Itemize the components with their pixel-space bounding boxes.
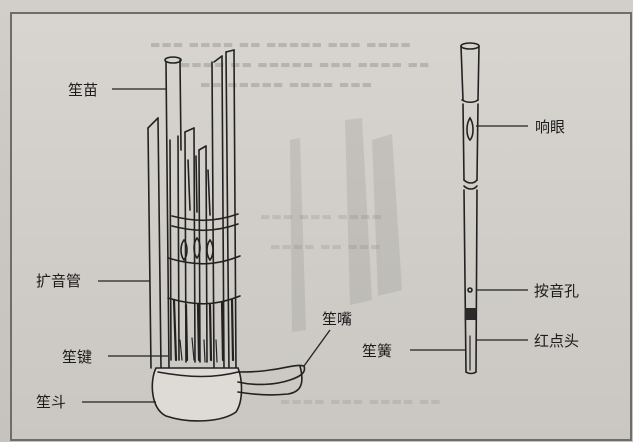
pipe-node xyxy=(463,179,478,184)
red-dot-head-band xyxy=(464,308,476,320)
binding-band xyxy=(167,255,241,265)
leader-lines xyxy=(82,88,528,403)
pipe-group-mid xyxy=(169,127,211,363)
bowl-rim xyxy=(157,371,239,378)
label-sheng-huang: 笙簧 xyxy=(362,342,393,360)
finger-hole xyxy=(467,287,473,293)
pipe-top-opening xyxy=(460,42,480,50)
label-xiang-yan: 响眼 xyxy=(535,118,566,136)
single-pipe xyxy=(460,42,480,375)
label-kuo-yin-guan: 扩音管 xyxy=(36,272,82,290)
pipe-group-tall xyxy=(164,49,237,373)
bleed-through-text: ▬▬▬▬ ▬▬ ▬▬▬▬▬ ▬▬▬ ▬▬▬▬ ▬▬ xyxy=(180,58,431,71)
pipe-node xyxy=(461,99,479,104)
label-sheng-miao: 笙苗 xyxy=(68,81,99,99)
mouthpiece-underside xyxy=(237,365,303,396)
bleed-through-text: ▬▬▬ ▬▬▬ ▬▬▬▬ xyxy=(260,210,383,223)
leader-sheng-zui xyxy=(303,329,331,367)
pipe-node xyxy=(463,185,478,190)
label-sheng-dou: 笙斗 xyxy=(36,393,67,411)
label-sheng-zui: 笙嘴 xyxy=(322,310,353,328)
label-sheng-jian: 笙键 xyxy=(62,348,93,366)
bleed-through-text: ▬▬▬▬ ▬▬▬ ▬▬▬▬ ▬▬ xyxy=(280,395,442,408)
binding-band xyxy=(171,223,239,232)
sheng-instrument xyxy=(147,49,306,422)
bleed-through-text: ▬▬▬▬ ▬▬ ▬▬▬ xyxy=(270,240,382,253)
bleed-through-text: ▬▬ ▬▬▬▬▬ ▬▬▬▬ ▬▬▬ xyxy=(200,78,373,91)
key-area xyxy=(172,298,235,362)
binding-band xyxy=(167,295,241,305)
diagram-panel xyxy=(10,12,632,441)
binding-band xyxy=(171,213,239,222)
pipe-holes xyxy=(180,236,214,262)
label-hong-dian-tou: 红点头 xyxy=(534,332,580,350)
amplifier-pipe xyxy=(147,117,162,369)
label-an-yin-kong: 按音孔 xyxy=(534,282,580,300)
sheng-bowl xyxy=(151,367,243,422)
sheng-mouthpiece xyxy=(237,364,306,386)
bleed-through-shapes xyxy=(290,118,402,332)
bleed-through-text: ▬▬▬ ▬▬▬▬ ▬▬ ▬▬▬▬▬ ▬▬▬ ▬▬▬▬ xyxy=(150,38,412,51)
resonance-hole xyxy=(466,116,474,142)
key-tips xyxy=(179,337,218,363)
